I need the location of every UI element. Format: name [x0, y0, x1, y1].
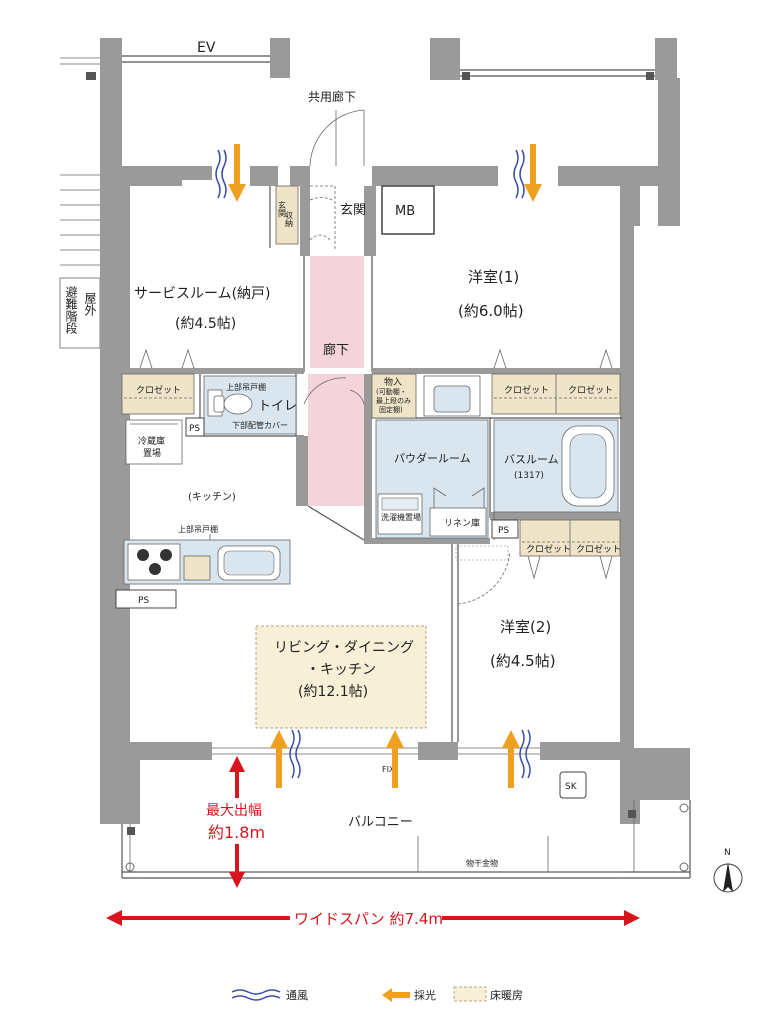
- max-depth-label-2: 約1.8m: [208, 823, 265, 842]
- common-corridor-label: 共用廊下: [308, 89, 356, 104]
- toilet-room: 上部吊戸棚 トイレ 下部配管カバー PS: [185, 375, 297, 437]
- western2-label: 洋室(2): [500, 618, 551, 636]
- ps-label-bath: PS: [498, 526, 509, 536]
- stove-burner-icon: [137, 549, 149, 561]
- toilet-pipe-cover: 下部配管カバー: [232, 420, 288, 430]
- wind-icon: [513, 149, 519, 199]
- service-room-size: (約4.5帖): [175, 316, 236, 332]
- bath-room-label: バスルーム: [504, 453, 559, 466]
- ps-label-kitchen: PS: [138, 596, 149, 606]
- wind-icon: [295, 729, 301, 779]
- western2-closet-a: クロゼット: [526, 543, 571, 555]
- fridge-label-2: 置場: [143, 447, 161, 459]
- kitchen-label: (キッチン): [188, 491, 236, 503]
- daylight-arrow-icon: [228, 144, 246, 202]
- entrance-storage-label-1: 玄関: [278, 200, 287, 218]
- wind-icon: [519, 729, 525, 779]
- balcony: バルコニー 物干金物 SK: [125, 771, 689, 873]
- wind-icon: [221, 149, 227, 199]
- kitchen: 冷蔵庫 置場 (キッチン) 上部吊戸棚: [123, 419, 291, 585]
- daylight-arrow-icon: [502, 730, 520, 788]
- airflow-markers: [215, 144, 542, 788]
- ldk: リビング・ダイニング ・キッチン (約12.1帖) FIX: [212, 625, 540, 774]
- entrance-label: 玄関: [340, 203, 366, 218]
- western-room-2: クロゼット クロゼット 洋室(2) (約4.5帖): [455, 519, 621, 670]
- dimensions: 最大出幅 約1.8m ワイドスパン 約7.4m: [106, 756, 640, 931]
- north-compass: N: [713, 848, 743, 893]
- hallway: 廊下: [303, 256, 365, 506]
- legend-floor-heating-swatch: [453, 986, 487, 1002]
- toilet-label: トイレ: [258, 399, 297, 414]
- daylight-arrow-icon: [270, 730, 288, 788]
- service-room-label: サービスルーム(納戸): [134, 286, 271, 302]
- linen-label: リネン庫: [444, 517, 480, 529]
- service-room: サービスルーム(納戸) (約4.5帖) クロゼット: [121, 286, 271, 415]
- fix-label: FIX: [382, 765, 395, 774]
- wind-icon: [215, 149, 221, 199]
- ldk-size: (約12.1帖): [298, 684, 368, 700]
- powder-area: 物入 (可動棚・ 最上段のみ 固定棚) パウダールーム 洗濯機置場 リネン庫: [371, 373, 489, 539]
- balcony-label: バルコニー: [348, 815, 413, 830]
- bath-size-label: (1317): [514, 471, 544, 481]
- evacuation-stairs: 屋外 避難階段: [59, 174, 101, 349]
- bath-room: バスルーム (1317) PS: [491, 419, 619, 540]
- kitchen-upper-cabinet: 上部吊戸棚: [178, 524, 218, 534]
- toilet-upper-cabinet: 上部吊戸棚: [226, 382, 266, 392]
- legend-daylight: 採光: [414, 988, 436, 1002]
- ldk-label-2: ・キッチン: [306, 662, 376, 678]
- sk-label: SK: [565, 782, 578, 792]
- storage-label-4: 固定棚): [379, 405, 403, 414]
- legend-daylight-icon: [382, 988, 410, 1002]
- daylight-arrow-icon: [386, 730, 404, 788]
- western1-closet-a: クロゼット: [504, 384, 549, 396]
- storage-label-3: 最上段のみ: [376, 396, 411, 405]
- western-room-1: 洋室(1) (約6.0帖) クロゼット クロゼット: [458, 268, 621, 415]
- daylight-arrow-icon: [524, 144, 542, 202]
- stove-burner-icon: [160, 549, 172, 561]
- mb-label: MB: [395, 204, 415, 219]
- wind-icon: [289, 729, 295, 779]
- ev-label: EV: [197, 40, 216, 56]
- interior-walls: MB PS: [115, 185, 622, 742]
- stove-burner-icon: [149, 563, 161, 575]
- wind-icon: [519, 149, 525, 199]
- legend-wind-icon: [231, 989, 281, 995]
- fridge-label-1: 冷蔵庫: [138, 435, 165, 447]
- legend: 通風 採光 床暖房: [231, 986, 523, 1002]
- hallway-label: 廊下: [323, 342, 349, 358]
- western1-size: (約6.0帖): [458, 302, 524, 320]
- powder-room-label: パウダールーム: [394, 451, 471, 465]
- evac-label-2: 避難階段: [64, 286, 78, 335]
- drying-rack-label: 物干金物: [466, 858, 498, 868]
- ps-label-toilet: PS: [189, 424, 200, 434]
- north-label: N: [724, 848, 731, 858]
- western1-closet-b: クロゼット: [568, 384, 613, 396]
- storage-label-2: (可動棚・: [376, 387, 407, 396]
- entrance: 玄関 収納 玄関: [275, 109, 366, 250]
- laundry-label: 洗濯機置場: [381, 512, 421, 522]
- wide-span-label: ワイドスパン 約7.4m: [294, 910, 443, 928]
- legend-floor-heating: 床暖房: [490, 988, 523, 1002]
- service-closet-label: クロゼット: [136, 384, 181, 396]
- evac-label-1: 屋外: [83, 292, 97, 316]
- top-area: EV 共用廊下: [60, 38, 677, 104]
- wind-icon: [525, 729, 531, 779]
- max-depth-label-1: 最大出幅: [206, 803, 262, 819]
- outer-walls: [100, 78, 691, 879]
- legend-wind-icon: [231, 995, 281, 1001]
- entrance-storage-label-2: 収納: [285, 210, 294, 228]
- storage-label-1: 物入: [384, 376, 402, 388]
- western1-label: 洋室(1): [468, 268, 519, 286]
- western2-closet-b: クロゼット: [576, 543, 621, 555]
- legend-ventilation: 通風: [286, 989, 308, 1002]
- western2-size: (約4.5帖): [490, 652, 556, 670]
- ldk-label-1: リビング・ダイニング: [274, 640, 414, 656]
